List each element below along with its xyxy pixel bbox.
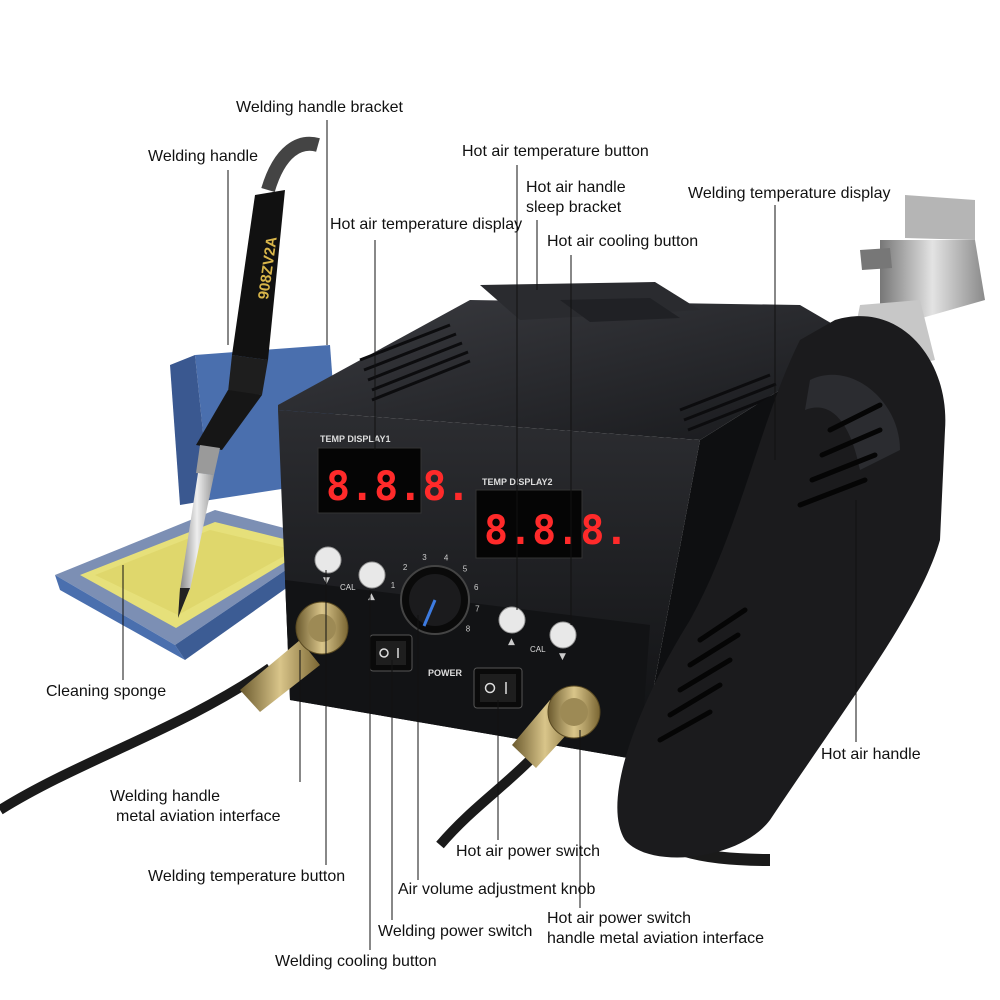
- welding-handle: 908ZV2A: [178, 136, 320, 618]
- label-welding-temperature-display: Welding temperature display: [688, 185, 891, 202]
- label-hot-air-power-switch: Hot air power switch: [456, 843, 601, 860]
- welding-power-switch[interactable]: [369, 634, 413, 672]
- welding-cooling-button[interactable]: ▲: [358, 561, 386, 602]
- label-welding-handle-interface-line1: Welding handle: [110, 788, 221, 805]
- leader-lines: [122, 120, 857, 950]
- knob-scale-number: 3: [422, 553, 427, 562]
- display2-value: 8.8.8.: [484, 508, 629, 554]
- hot-air-cooling-button[interactable]: ▼: [549, 621, 577, 662]
- knob-scale-number: 1: [391, 581, 396, 590]
- power-label: POWER: [428, 668, 463, 678]
- label-hot-air-handle-sleep-bracket-line2: sleep bracket: [526, 199, 622, 216]
- label-welding-cooling-button: Welding cooling button: [275, 953, 437, 970]
- hot-air-handle: [617, 195, 985, 858]
- knob-scale-number: 8: [466, 624, 471, 633]
- label-hot-air-interface-line1: Hot air power switch: [547, 910, 692, 927]
- display1-value: 8.8.8.: [326, 464, 471, 510]
- knob-scale-number: 5: [463, 565, 468, 574]
- hot-air-temperature-button[interactable]: ▲: [498, 606, 526, 647]
- label-welding-handle-bracket: Welding handle bracket: [236, 99, 403, 116]
- svg-text:▲: ▲: [508, 637, 515, 647]
- label-welding-temperature-button: Welding temperature button: [148, 868, 346, 885]
- label-air-volume-knob: Air volume adjustment knob: [398, 881, 596, 898]
- label-hot-air-temperature-button: Hot air temperature button: [462, 143, 649, 160]
- svg-text:▲: ▲: [368, 592, 375, 602]
- cal-label-right: CAL: [530, 645, 546, 654]
- welding-temperature-display: TEMP DISPLAY1 8.8.8.: [317, 434, 471, 514]
- hot-air-aviation-interface: [512, 685, 601, 768]
- display1-caption: TEMP DISPLAY1: [320, 434, 391, 444]
- label-hot-air-interface-line2: handle metal aviation interface: [547, 930, 765, 947]
- label-welding-power-switch: Welding power switch: [378, 923, 533, 940]
- knob-scale-number: 6: [474, 583, 479, 592]
- cleaning-sponge: [80, 522, 312, 628]
- label-hot-air-cooling-button: Hot air cooling button: [547, 233, 699, 250]
- cal-label-left: CAL: [340, 583, 356, 592]
- label-cleaning-sponge: Cleaning sponge: [46, 683, 167, 700]
- knob-scale-number: 2: [403, 563, 408, 572]
- label-welding-handle-interface-line2: metal aviation interface: [116, 808, 281, 825]
- svg-text:▼: ▼: [559, 652, 566, 662]
- knob-scale-number: 4: [444, 554, 449, 563]
- label-hot-air-temperature-display: Hot air temperature display: [330, 216, 523, 233]
- knob-scale-number: 7: [475, 605, 480, 614]
- label-welding-handle: Welding handle: [148, 148, 259, 165]
- hot-air-power-switch[interactable]: [473, 667, 523, 709]
- label-hot-air-handle: Hot air handle: [821, 746, 921, 763]
- label-hot-air-handle-sleep-bracket-line1: Hot air handle: [526, 179, 626, 196]
